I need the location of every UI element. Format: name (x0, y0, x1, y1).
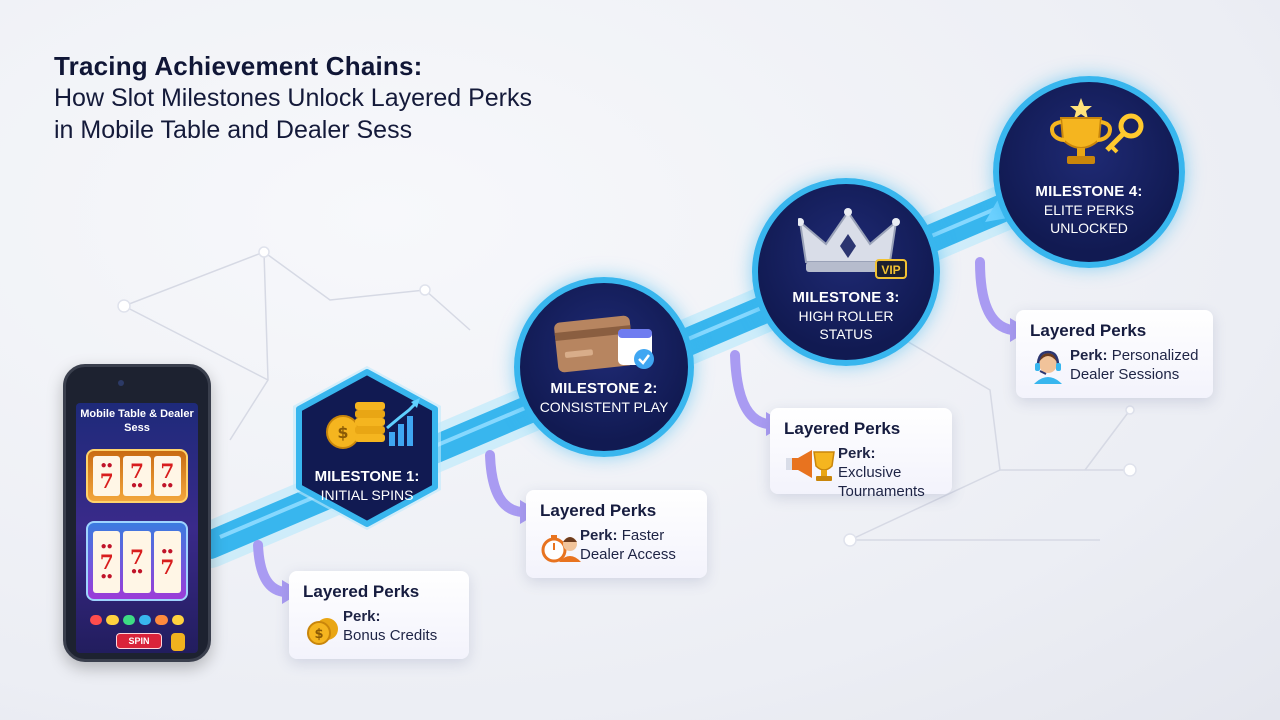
perk-label: Perk: (580, 527, 618, 544)
reel-icon: 7●● (153, 456, 181, 496)
milestone-2-desc: CONSISTENT PLAY (539, 399, 669, 415)
milestone-3-desc-line1: HIGH ROLLER (798, 308, 894, 324)
stopwatch-dealer-icon (540, 526, 581, 566)
megaphone-trophy-icon (784, 444, 838, 484)
milestone-4-name: MILESTONE 4: (1035, 183, 1143, 200)
milestone-1-name: MILESTONE 1: (315, 468, 420, 485)
trophy-key-icon (1050, 98, 1144, 164)
phone-screen-title: Mobile Table & Dealer Sess (80, 408, 194, 434)
perk-description-line2: Dealer Access (580, 546, 676, 563)
coin-icon (171, 633, 185, 651)
coins-icon: $ (303, 607, 343, 647)
title-block: Tracing Achievement Chains: How Slot Mil… (54, 50, 674, 146)
milestone-2-name: MILESTONE 2: (550, 380, 658, 397)
coins-chart-icon: $ (326, 398, 420, 449)
perk-card-3: Layered Perks Perk: Exclusive Tournament… (770, 408, 952, 500)
phone-camera (118, 380, 124, 386)
connector-arrow-3 (730, 350, 773, 429)
milestone-2-node: MILESTONE 2: CONSISTENT PLAY (514, 277, 694, 457)
perk-label: Perk: (1070, 347, 1108, 364)
slot-reels-bottom: ●●7●● 7●● ●●7 (86, 521, 188, 601)
perk-label: Perk: (343, 608, 381, 625)
perk-card-title: Layered Perks (1030, 321, 1147, 340)
connector-arrow-1 (253, 540, 290, 597)
network-lines (123, 251, 1131, 541)
perk-description-line2: Tournaments (838, 483, 925, 500)
svg-text:$: $ (314, 627, 323, 642)
reel-icon: ●●7●● (93, 531, 121, 593)
slot-lights (90, 615, 184, 625)
perk-card-2: Layered Perks Perk: Faster Dealer Access (526, 490, 707, 578)
page-title: Tracing Achievement Chains: (54, 51, 423, 81)
perk-card-1: Layered Perks $ Perk: Bonus Credits (289, 571, 469, 659)
milestone-4-node: MILESTONE 4: ELITE PERKS UNLOCKED (993, 76, 1185, 268)
perk-description-line1: Faster (621, 527, 665, 544)
page-subtitle-line1: How Slot Milestones Unlock Layered Perks (54, 84, 532, 112)
milestone-1-desc: INITIAL SPINS (321, 487, 414, 503)
network-nodes (117, 246, 1137, 547)
spin-button[interactable]: SPIN (116, 633, 162, 649)
card-calendar-icon (554, 315, 654, 373)
connector-arrows (253, 257, 1017, 597)
perk-description: Bonus Credits (343, 627, 438, 644)
connector-arrow-4 (975, 257, 1017, 335)
reel-icon: 7●● (123, 531, 151, 593)
milestone-3-node: VIP MILESTONE 3: HIGH ROLLER STATUS (752, 178, 940, 366)
svg-text:$: $ (337, 423, 348, 442)
connector-arrow-2 (485, 450, 527, 517)
vip-crown-icon: VIP (798, 208, 907, 279)
slot-reels-top: ●●7 7●● 7●● (86, 449, 188, 503)
perk-card-4: Layered Perks Perk: Personalized Dealer … (1016, 310, 1213, 398)
reel-icon: ●●7 (93, 456, 121, 496)
perk-label: Perk: (838, 445, 876, 462)
milestone-4-desc-line2: UNLOCKED (1050, 220, 1128, 236)
phone-screen: Mobile Table & Dealer Sess ●●7 7●● 7●● ●… (76, 403, 198, 653)
perk-card-title: Layered Perks (303, 582, 420, 601)
perk-card-title: Layered Perks (784, 419, 901, 438)
perk-description-line1: Personalized (1111, 347, 1199, 364)
reel-icon: ●●7 (153, 531, 181, 593)
milestone-1-node: $ MILESTONE 1: INITIAL SPINS (293, 366, 441, 530)
perk-card-title: Layered Perks (540, 501, 657, 520)
perk-description-line2: Dealer Sessions (1070, 366, 1180, 383)
page-subtitle-line2: in Mobile Table and Dealer Sess (54, 116, 413, 144)
reel-icon: 7●● (123, 456, 151, 496)
vip-badge: VIP (881, 263, 900, 277)
milestone-4-desc-line1: ELITE PERKS (1043, 202, 1135, 218)
milestone-3-name: MILESTONE 3: (792, 289, 900, 306)
headset-dealer-icon (1030, 346, 1070, 386)
mobile-phone: Mobile Table & Dealer Sess ●●7 7●● 7●● ●… (63, 364, 211, 662)
perk-description-line1: Exclusive (838, 464, 902, 481)
milestone-3-desc-line2: STATUS (819, 326, 873, 342)
